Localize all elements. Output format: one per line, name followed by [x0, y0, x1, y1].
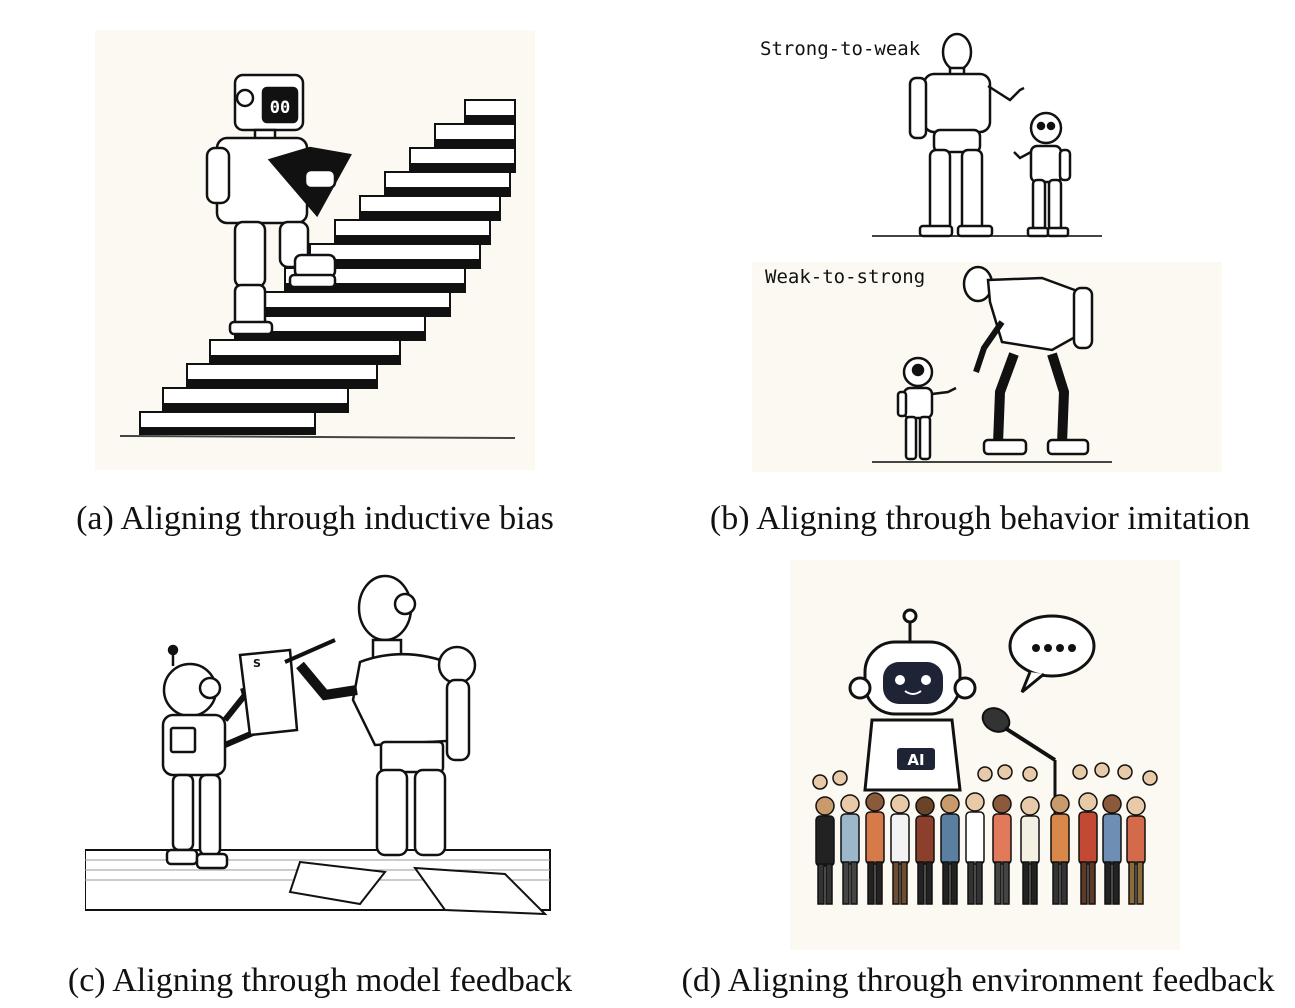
environment-feedback-illustration: AI: [790, 560, 1180, 950]
label-weak-to-strong: Weak-to-strong: [765, 266, 926, 288]
staircase-robot-illustration: 00: [95, 30, 535, 470]
panel-d-illustration: AI: [790, 560, 1180, 950]
caption-c: (c) Aligning through model feedback: [67, 962, 573, 999]
strong-to-weak-illustration: [752, 30, 1152, 245]
paper-text: S: [253, 657, 261, 670]
label-strong-to-weak: Strong-to-weak: [760, 38, 921, 60]
panel-b-top-illustration: [752, 30, 1152, 245]
robot-chest-text: AI: [907, 751, 924, 769]
panel-b-bottom-illustration: [752, 262, 1222, 472]
panel-a-illustration: 00: [95, 30, 535, 470]
panel-c-illustration: S: [85, 570, 555, 925]
caption-a: (a) Aligning through inductive bias: [76, 500, 554, 537]
model-feedback-illustration: S: [85, 570, 555, 925]
caption-b: (b) Aligning through behavior imitation: [709, 500, 1251, 537]
robot-screen-text: 00: [270, 98, 290, 118]
weak-to-strong-illustration: [752, 262, 1222, 472]
caption-d: (d) Aligning through environment feedbac…: [681, 962, 1275, 999]
